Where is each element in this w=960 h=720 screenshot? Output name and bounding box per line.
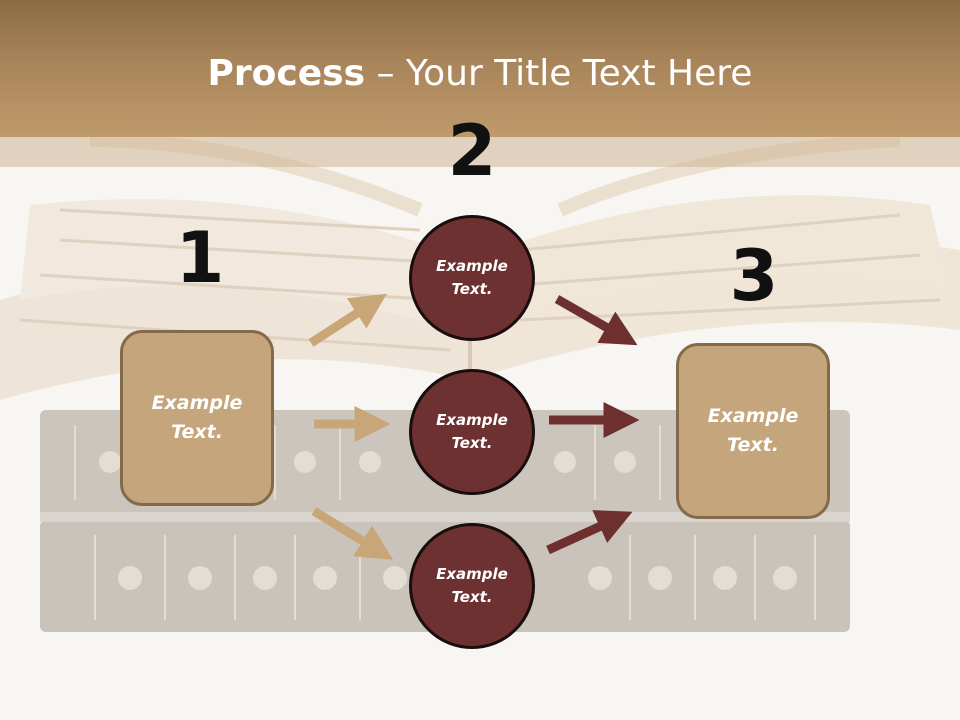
title-bold: Process <box>207 53 366 94</box>
left-process-box[interactable]: Example Text. <box>120 330 274 506</box>
circle-top-text: Example Text. <box>436 257 508 298</box>
circle-bottom[interactable]: Example Text. <box>409 523 535 649</box>
step-number-2: 2 <box>447 110 497 192</box>
header-band <box>0 0 960 137</box>
step-number-1: 1 <box>175 217 225 299</box>
right-box-text: Example Text. <box>707 405 799 456</box>
arrow-left-to-top <box>308 293 387 347</box>
circle-middle-text: Example Text. <box>436 411 508 452</box>
circle-top[interactable]: Example Text. <box>409 215 535 341</box>
arrow-bottom-to-right <box>546 510 633 555</box>
slide-title[interactable]: Process – Your Title Text Here <box>0 52 960 96</box>
left-box-text: Example Text. <box>151 392 243 443</box>
title-rest: – Your Title Text Here <box>365 53 753 94</box>
arrow-left-to-bottom <box>311 507 394 560</box>
step-number-3: 3 <box>729 235 779 317</box>
circle-middle[interactable]: Example Text. <box>409 369 535 495</box>
header-strip <box>0 137 960 167</box>
circle-bottom-text: Example Text. <box>436 565 508 606</box>
right-process-box[interactable]: Example Text. <box>676 343 830 519</box>
arrow-top-to-right <box>554 295 638 346</box>
